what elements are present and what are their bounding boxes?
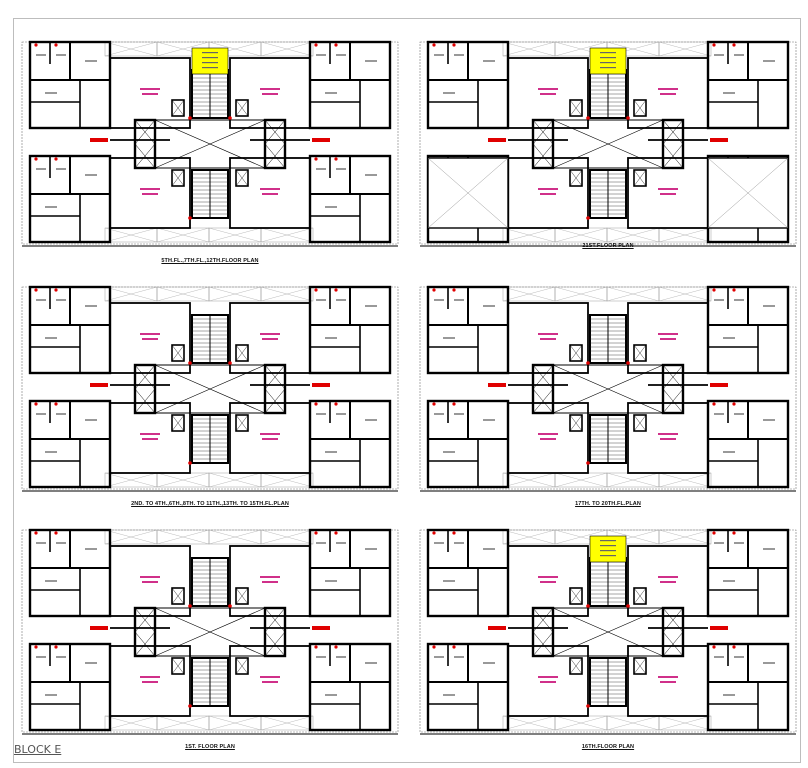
- floor-plan-title: 1ST. FLOOR PLAN: [185, 744, 235, 750]
- floor-plan-p3: 2ND. TO 4TH.,6TH.,8TH. TO 11TH.,13TH. TO…: [20, 283, 400, 523]
- floor-plan-title: 16TH.FLOOR PLAN: [581, 744, 635, 750]
- floor-plan-title: 17TH. TO 20TH.FL.PLAN: [575, 501, 641, 507]
- floor-plan-title: 21ST.FLOOR PLAN: [582, 243, 634, 249]
- block-label: BLOCK E: [14, 743, 62, 756]
- floor-plan-title: 2ND. TO 4TH.,6TH.,8TH. TO 11TH.,13TH. TO…: [131, 501, 289, 507]
- floor-plan-p6: 16TH.FLOOR PLAN: [418, 526, 798, 766]
- floor-plan-p2: 21ST.FLOOR PLAN: [418, 38, 798, 278]
- floor-plan-p1: 5TH.FL.,7TH.FL.,12TH.FLOOR PLAN: [20, 38, 400, 278]
- drawing-sheet-frame: [13, 18, 801, 763]
- floor-plan-title: 5TH.FL.,7TH.FL.,12TH.FLOOR PLAN: [161, 258, 259, 264]
- floor-plan-p4: 17TH. TO 20TH.FL.PLAN: [418, 283, 798, 523]
- floor-plan-p5: 1ST. FLOOR PLAN: [20, 526, 400, 766]
